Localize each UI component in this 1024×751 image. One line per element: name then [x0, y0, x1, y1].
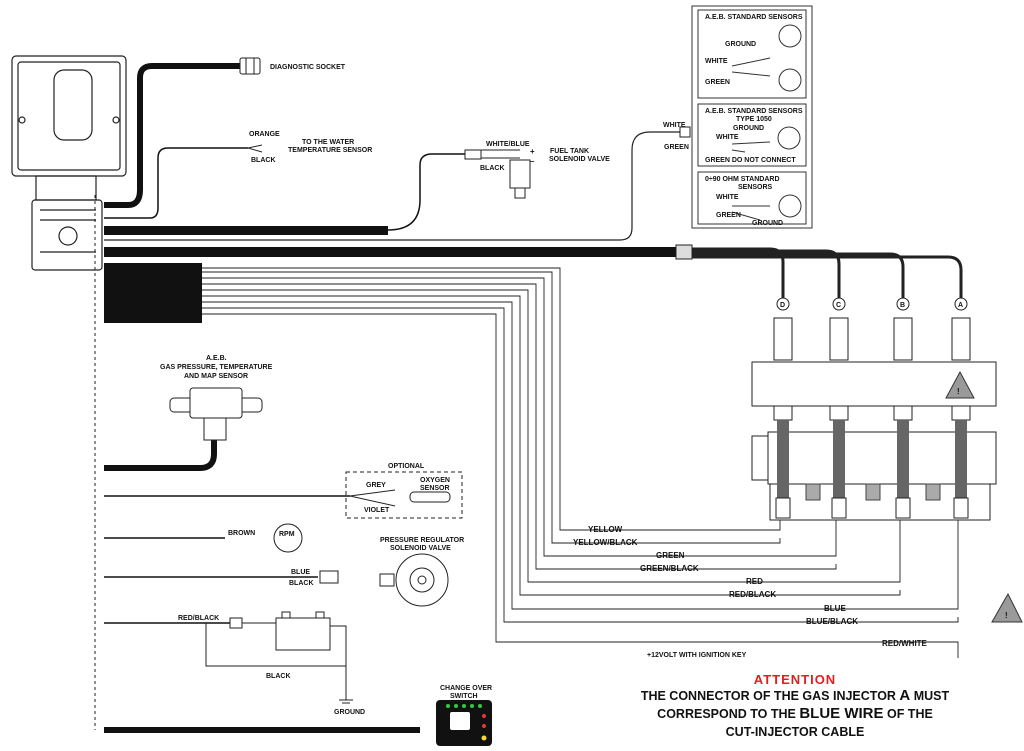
- blue-label: BLUE: [291, 569, 310, 576]
- pressure-reg-label-1: PRESSURE REGULATOR: [380, 537, 464, 544]
- fuel-tank-label-2: SOLENOID VALVE: [549, 156, 610, 163]
- attention-heading: ATTENTION: [753, 672, 837, 687]
- sensor-box-3-green: GREEN: [716, 212, 741, 219]
- sensor-box-2-white: WHITE: [716, 134, 739, 141]
- injector-tag-c: C: [836, 302, 841, 309]
- wire-red-black: RED/BLACK: [729, 590, 776, 599]
- brown-label: BROWN: [228, 530, 255, 537]
- sensor-box-3-white: WHITE: [716, 194, 739, 201]
- changeover-label-2: SWITCH: [450, 693, 478, 700]
- sensor-box-2-ground: GROUND: [733, 125, 764, 132]
- wire-yellow: YELLOW: [588, 525, 623, 534]
- level-sensor-wire: [104, 131, 680, 241]
- ground-label: GROUND: [334, 709, 365, 716]
- harness-braid: [675, 244, 693, 260]
- cut-injector-wires: [202, 267, 959, 658]
- attention-line-1: THE CONNECTOR OF THE GAS INJECTOR A MUST: [640, 687, 950, 704]
- ecu-unit: [11, 55, 127, 271]
- sensor-box-2-green: GREEN DO NOT CONNECT: [705, 157, 796, 164]
- violet-label: VIOLET: [364, 507, 390, 514]
- water-temp-label-1: TO THE WATER: [302, 139, 354, 146]
- changeover-switch: [436, 700, 492, 746]
- wire-green-black: GREEN/BLACK: [640, 564, 699, 573]
- sensor-box-2-title-2: TYPE 1050: [736, 116, 772, 123]
- white-label: WHITE: [663, 122, 686, 129]
- sensor-options-panel: [691, 5, 813, 229]
- rail-warning-icon: [945, 370, 975, 399]
- svg-text:!: !: [1005, 611, 1008, 620]
- wire-red-white: RED/WHITE: [882, 639, 928, 648]
- sensor-box-1-green: GREEN: [705, 79, 730, 86]
- svg-text:+: +: [530, 147, 535, 156]
- oxygen-label-2: SENSOR: [420, 485, 450, 492]
- battery: [205, 611, 353, 704]
- black-label-4: BLACK: [266, 673, 291, 680]
- attention-line-3: CUT-INJECTOR CABLE: [725, 725, 865, 739]
- orange-label: ORANGE: [249, 131, 280, 138]
- aeb-sensor-label-2: GAS PRESSURE, TEMPERATURE: [160, 364, 273, 371]
- sensor-box-1-ground: GROUND: [725, 41, 756, 48]
- wire-green: GREEN: [656, 551, 685, 560]
- rpm-gauge-icon: [273, 523, 303, 553]
- regulator-connector: [319, 570, 339, 584]
- diagnostic-socket-label: DIAGNOSTIC SOCKET: [270, 64, 346, 71]
- level-sensor-connector: [679, 126, 691, 138]
- sensor-box-3-title-1: 0÷90 OHM STANDARD: [705, 176, 780, 183]
- injector-rail: [751, 317, 997, 521]
- injector-tag-b: B: [900, 302, 905, 309]
- attention-note: ATTENTION THE CONNECTOR OF THE GAS INJEC…: [590, 672, 1000, 741]
- sensor-box-1-title: A.E.B. STANDARD SENSORS: [705, 14, 803, 21]
- fuel-tank-solenoid: [464, 149, 531, 199]
- changeover-label-1: CHANGE OVER: [440, 685, 492, 692]
- aeb-sensor-label-3: AND MAP SENSOR: [184, 373, 248, 380]
- svg-text:!: !: [957, 387, 960, 396]
- black-label-3: BLACK: [289, 580, 314, 587]
- aeb-sensor-label-1: A.E.B.: [206, 355, 227, 362]
- sensor-box-2-title-1: A.E.B. STANDARD SENSORS: [705, 108, 803, 115]
- wire-red: RED: [746, 577, 763, 586]
- sensor-box-1-white: WHITE: [705, 58, 728, 65]
- oxygen-sensor: [349, 489, 451, 507]
- wire-yellow-black: YELLOW/BLACK: [573, 538, 638, 547]
- pressure-reg-label-2: SOLENOID VALVE: [390, 545, 451, 552]
- fuel-tank-label-1: FUEL TANK: [550, 148, 589, 155]
- optional-label: OPTIONAL: [388, 463, 425, 470]
- injector-tags: [776, 297, 968, 311]
- optional-box: [345, 471, 463, 519]
- green-label: GREEN: [664, 144, 689, 151]
- ignition-label: +12VOLT WITH IGNITION KEY: [647, 652, 747, 659]
- aeb-map-sensor: [169, 387, 263, 441]
- harness-cables: [104, 63, 684, 733]
- red-black-label: RED/BLACK: [178, 615, 219, 622]
- water-temp-wires: [247, 144, 263, 153]
- svg-text:–: –: [530, 157, 535, 166]
- wire-blue: BLUE: [824, 604, 846, 613]
- injector-tag-a: A: [958, 302, 963, 309]
- sensor-box-3-title-2: SENSORS: [738, 184, 773, 191]
- black-label: BLACK: [251, 157, 276, 164]
- injector-tag-d: D: [780, 302, 785, 309]
- wire-blue-black: BLUE/BLACK: [806, 617, 858, 626]
- injector-wires: [692, 247, 963, 298]
- grey-label: GREY: [366, 482, 386, 489]
- water-temp-label-2: TEMPERATURE SENSOR: [288, 147, 372, 154]
- oxygen-label-1: OXYGEN: [420, 477, 450, 484]
- rpm-label: RPM: [279, 531, 295, 538]
- white-blue-label: WHITE/BLUE: [486, 141, 530, 148]
- side-warning-icon: [991, 592, 1023, 623]
- attention-line-2: CORRESPOND TO THE BLUE WIRE OF THE: [657, 705, 933, 722]
- diagnostic-connector: [239, 57, 261, 75]
- pressure-regulator: [379, 553, 449, 607]
- sensor-box-3-ground: GROUND: [752, 220, 783, 227]
- black-label-2: BLACK: [480, 165, 505, 172]
